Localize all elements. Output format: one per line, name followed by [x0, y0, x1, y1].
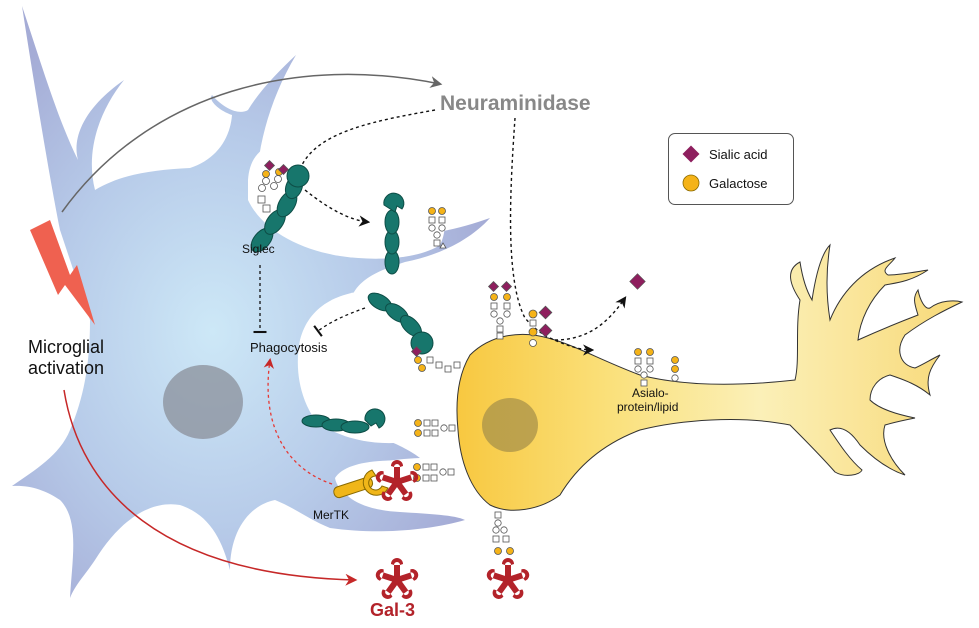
glycan-bottom-neuron [492, 511, 514, 555]
gal3-label: Gal-3 [370, 600, 416, 620]
glycan-sialylated-neuron [487, 280, 513, 340]
galactose-circle-icon [681, 173, 701, 193]
gal3-pentamer-bound-neuron [486, 558, 530, 599]
activation-to-gal3-arrow [63, 389, 358, 586]
asialo-label-line2: protein/lipid [617, 400, 679, 414]
siglec-release-arrow [304, 189, 371, 227]
mertk-receptor [333, 469, 389, 499]
asialo-label-line1: Asialo- [632, 386, 669, 400]
sialic-release-arrow-up [554, 296, 627, 341]
legend-label: Galactose [709, 175, 768, 191]
siglec-receptor-lower [301, 408, 386, 434]
neuron-nucleus [482, 398, 538, 452]
legend-item-galactose: Galactose [681, 173, 768, 193]
gal3-pentamer-free [375, 558, 419, 599]
activation-to-neuraminidase-arrow [61, 73, 443, 213]
microglia-cell [12, 6, 490, 598]
siglec-receptor-free [383, 192, 405, 275]
gal3-core [393, 576, 401, 584]
phagocytosis-label: Phagocytosis [250, 340, 328, 355]
gal3-arm [391, 558, 403, 579]
glycan-asialo-upper [428, 207, 447, 249]
neuron-cell [456, 243, 964, 511]
activation-label: activation [28, 358, 105, 378]
siglec-receptor-bound [250, 164, 310, 253]
sialic-acid-diamond-icon [681, 144, 701, 164]
glycan-side-neuron [410, 345, 461, 482]
glycan-cleaving [528, 305, 553, 347]
neuraminidase-to-siglec-dotted [301, 109, 436, 166]
lightning-icon [30, 220, 95, 325]
pocket-middle [297, 290, 471, 444]
gal3-core [393, 478, 401, 486]
microglial-label: Microglial [28, 337, 105, 357]
legend-item-sialic-acid: Sialic acid [681, 144, 768, 164]
siglec2-inhibits-phagocytosis [313, 307, 366, 337]
glycan-siglec-bound [257, 159, 290, 213]
siglec-label: Siglec [242, 242, 275, 256]
released-sialic-acid [629, 273, 646, 290]
microglia-nucleus [163, 365, 243, 439]
neuraminidase-label: Neuraminidase [440, 92, 591, 115]
gal3-core [504, 576, 512, 584]
gal3-pentamer-bound-mertk [375, 460, 419, 501]
legend-label: Sialic acid [709, 146, 768, 162]
gal3-arm [502, 558, 514, 579]
mertk-to-phagocytosis-arrow [263, 357, 333, 485]
gal3-arm [391, 460, 403, 481]
neuraminidase-to-neuron-dotted [509, 117, 549, 339]
glycan-asialo-neuron [634, 348, 679, 387]
mertk-label: MerTK [313, 508, 349, 522]
legend: Sialic acid Galactose [668, 133, 794, 205]
